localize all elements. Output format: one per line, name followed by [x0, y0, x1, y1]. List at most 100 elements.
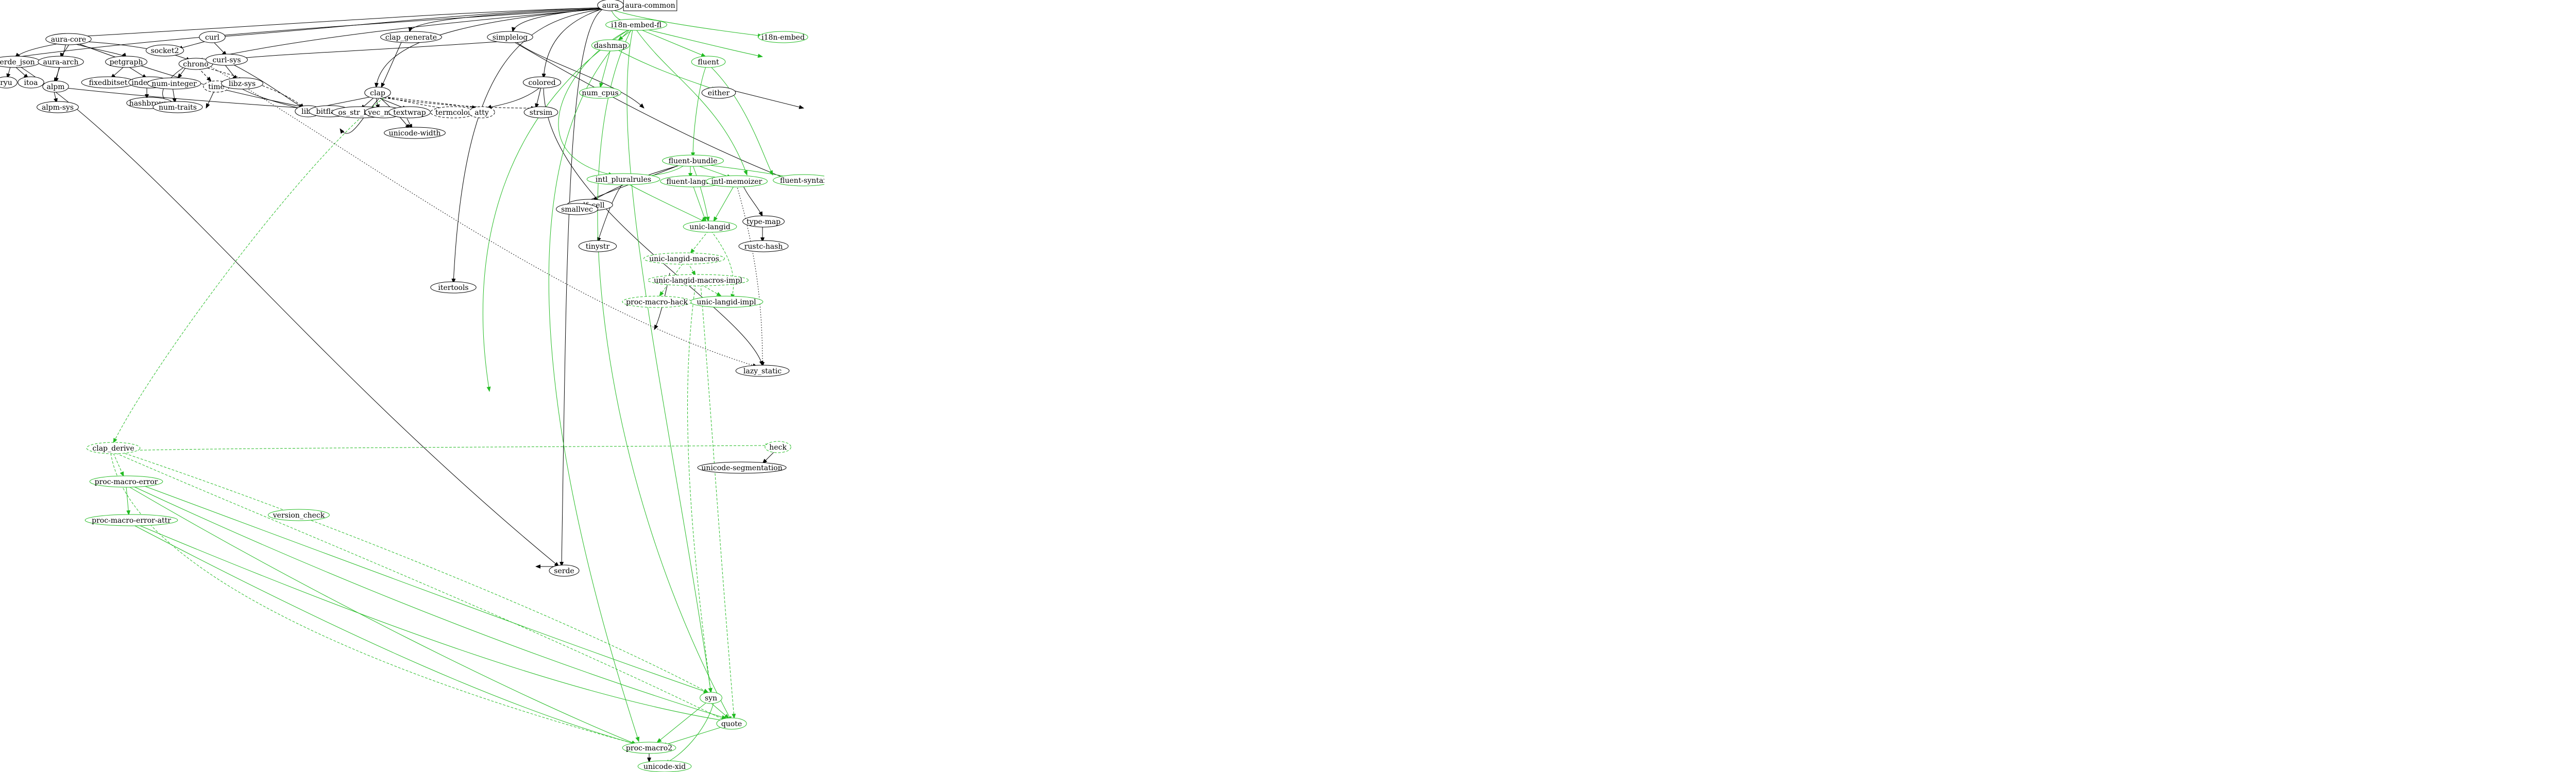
edge-curl-curl-sys — [213, 42, 227, 56]
edge-serde-json-ryu — [6, 66, 11, 79]
node-shape — [38, 56, 84, 68]
node-shape — [738, 240, 789, 252]
node-shape — [701, 87, 736, 99]
node-unicode-width: unicode-width — [384, 127, 446, 139]
edge-langneg-unic-langid — [692, 185, 706, 222]
edge-aura-itertools — [451, 9, 603, 284]
edge-arch-alpm — [55, 66, 60, 83]
edge-embed-fl-proc-macro2 — [548, 29, 640, 742]
node-curl-sys: curl-sys — [206, 54, 248, 66]
node-intl-pluralrules: intl_pluralrules — [586, 173, 660, 185]
node-label: type-map — [747, 218, 781, 226]
node-shape — [697, 461, 787, 474]
edge-clap-atty — [383, 96, 477, 110]
node-unic-langid: unic-langid — [683, 220, 737, 233]
node-label: itoa — [24, 79, 38, 87]
edge-time-libc — [206, 91, 214, 109]
edge-syn-quote — [710, 702, 730, 719]
node-label: alpm — [46, 83, 64, 91]
edge-embed-fl-syn — [626, 29, 713, 693]
node-syn: syn — [700, 692, 722, 704]
node-shape — [206, 54, 248, 66]
node-shape — [623, 0, 677, 11]
edge-core-petgraph — [72, 43, 127, 58]
edge-macros-macros-impl — [687, 262, 696, 276]
edge-pme-attr-quote — [139, 525, 727, 723]
node-shape — [89, 475, 163, 488]
node-heck: heck — [765, 441, 791, 453]
edge-clap-indexmap — [340, 98, 379, 134]
node-smallvec: smallvec — [556, 203, 598, 215]
node-dashmap: dashmap — [591, 39, 630, 52]
edge-macros-impl-quote — [700, 284, 736, 719]
edge-quote-pm2 — [662, 727, 722, 747]
node-fixedbitset: fixedbitset — [81, 76, 135, 89]
node-shape — [578, 240, 617, 252]
edge-clap-derive-pm2 — [110, 453, 637, 745]
node-proc-macro2: proc-macro2 — [622, 742, 676, 754]
edge-langid-impl — [710, 230, 735, 299]
node-intl-memoizer: intl-memoizer — [706, 175, 768, 187]
node-label: curl — [205, 33, 220, 42]
node-i18n-embed-fl: i18n-embed-fl — [605, 19, 667, 31]
node-unicode-segmentation: unicode-segmentation — [697, 461, 787, 474]
node-label: intl_pluralrules — [596, 176, 651, 184]
node-label: intl-memoizer — [711, 178, 762, 186]
node-shape — [735, 365, 790, 377]
node-clap-derive: clap_derive — [86, 442, 141, 454]
node-itertools: itertools — [430, 281, 477, 294]
node-label: num-traits — [159, 104, 197, 112]
edge-clap-derive-pme — [113, 453, 124, 477]
node-label: unic-langid-macros-impl — [654, 277, 742, 285]
node-label: petgraph — [110, 58, 143, 66]
node-shape — [765, 441, 791, 453]
edge-curl-socket2 — [177, 41, 207, 50]
node-shape — [45, 33, 92, 45]
node-label: clap — [370, 89, 385, 97]
edge-bundle-unic-langid — [692, 165, 710, 222]
node-label: proc-macro-hack — [626, 298, 688, 306]
edge-memoizer-unic-langid — [713, 185, 735, 222]
node-label: time — [208, 83, 225, 91]
edge-colored-lazy-static — [543, 88, 764, 366]
node-shape — [579, 87, 621, 99]
node-proc-macro-error-attr: proc-macro-error-attr — [84, 514, 178, 526]
node-label: i18n-embed — [761, 33, 805, 42]
node-shape — [691, 56, 726, 68]
edge-alpm-alpm-sys — [54, 91, 58, 104]
node-either: either — [701, 87, 736, 99]
edge-petgraph-fixedbitset — [110, 66, 124, 79]
node-clap-generate: clap_generate — [380, 31, 442, 43]
node-lazy-static: lazy_static — [735, 365, 790, 377]
node-shape — [622, 742, 676, 754]
node-label: aura-arch — [43, 58, 78, 66]
edge-aura-i18n-embed — [610, 9, 763, 38]
node-label: lazy_static — [743, 367, 782, 375]
node-shape — [221, 77, 263, 90]
node-shape — [152, 101, 203, 113]
node-i18n-embed: i18n-embed — [758, 31, 808, 43]
node-shape — [637, 760, 692, 772]
node-shape — [18, 76, 44, 89]
edge-chrono-num-integer — [177, 67, 186, 79]
node-label: fluent — [698, 58, 719, 66]
node-label: proc-macro2 — [626, 744, 672, 752]
node-aura-core: aura-core — [45, 33, 92, 45]
node-label: smallvec — [561, 205, 593, 214]
edge-clap-derive-syn — [121, 452, 709, 693]
node-quote: quote — [716, 717, 747, 730]
edge-alpm-bitflags — [61, 87, 304, 110]
node-fluent-syntax: fluent-syntax — [773, 174, 824, 186]
node-shape — [0, 76, 18, 89]
edge-serde-json-itoa — [15, 66, 29, 79]
edge-aura-aura-core — [69, 7, 603, 39]
node-label: strsim — [530, 109, 552, 117]
edge-macros-impl-syn — [687, 284, 713, 693]
node-serde: serde — [549, 564, 580, 577]
edge-colored-lazy — [535, 87, 541, 109]
node-shape — [523, 106, 558, 118]
node-unicode-xid: unicode-xid — [637, 760, 692, 772]
node-label: unic-langid-macros — [649, 255, 719, 263]
edge-curl-sys-libz-sys — [224, 63, 238, 80]
node-shape — [556, 203, 598, 215]
